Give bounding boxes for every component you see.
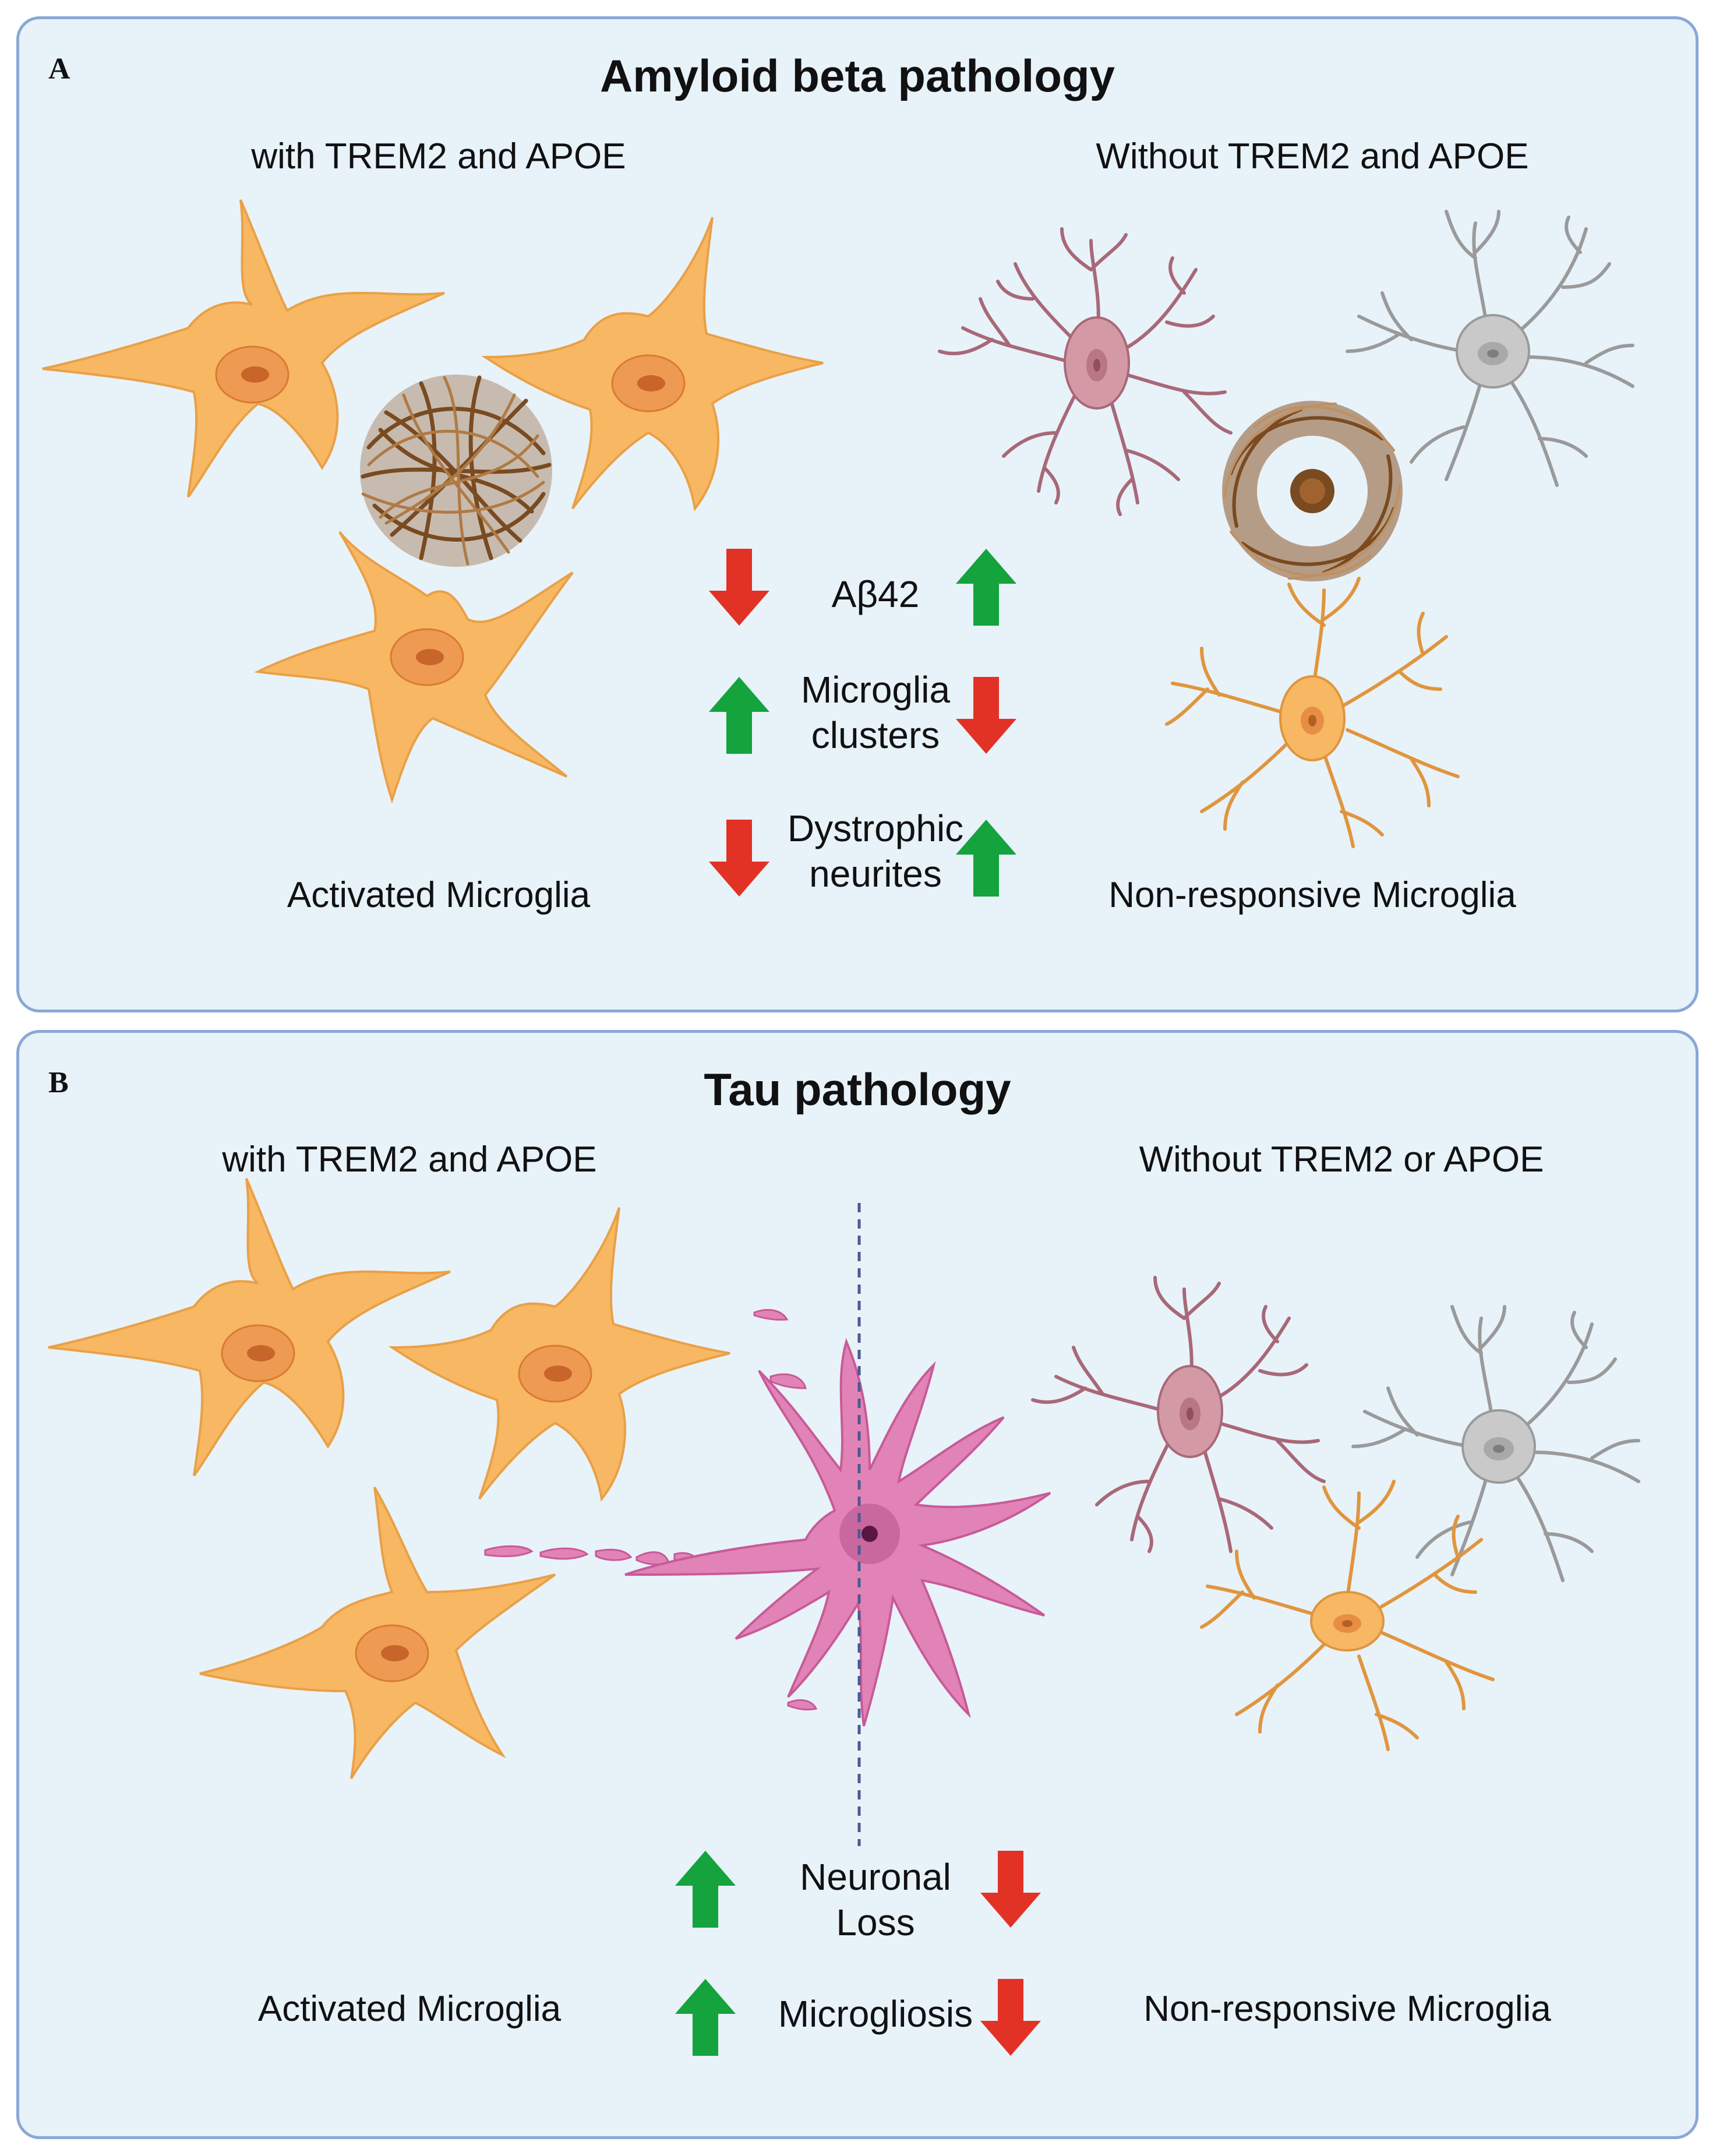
activated-microglia-cell (42, 199, 445, 498)
arrow-down-icon (980, 1851, 1041, 1928)
effect-label-dystrophic-neurites: Dystrophic neurites (736, 806, 1015, 897)
effect-label-line: Microglia (800, 669, 951, 711)
right-header: Without TREM2 and APOE (1096, 136, 1529, 177)
activated-microglia-cell (199, 1487, 556, 1780)
effect-label-line: clusters (811, 714, 940, 757)
axon-fragments (484, 1545, 702, 1568)
neuron-dendrite-fragments (753, 1309, 818, 1711)
activated-microglia-cell (481, 217, 824, 511)
arrow-down-icon (980, 1979, 1041, 2056)
nonresponsive-microglia-cell (1351, 1305, 1640, 1582)
nonresponsive-microglia-cell (1031, 1276, 1326, 1553)
panel-a-illustration (42, 199, 1634, 897)
arrow-up-icon (675, 1851, 736, 1928)
right-footer: Non-responsive Microglia (1108, 875, 1516, 915)
effect-label-line: Loss (836, 1901, 915, 1944)
arrow-up-icon (956, 549, 1016, 626)
amyloid-plaque-icon (360, 375, 552, 567)
arrow-up-icon (709, 677, 769, 754)
effect-label-microglia-clusters: Microglia clusters (736, 667, 1015, 758)
panel-letter: A (48, 52, 70, 86)
panel-b-illustration (48, 1178, 1640, 2056)
left-footer: Activated Microglia (287, 875, 591, 915)
effect-label-neuronal-loss: Neuronal Loss (736, 1854, 1015, 1945)
activated-microglia-cell (254, 531, 574, 804)
nonresponsive-microglia-cell (938, 227, 1233, 516)
effect-label-line: Dystrophic (787, 807, 964, 849)
right-header: Without TREM2 or APOE (1139, 1139, 1544, 1180)
effect-label-line: Neuronal (800, 1856, 951, 1898)
arrow-down-icon (709, 820, 769, 897)
effect-label-microgliosis: Microgliosis (778, 1993, 973, 2035)
panel-a: A Amyloid beta pathology with TREM2 and … (16, 16, 1699, 1012)
panel-b: B Tau pathology with TREM2 and APOE With… (16, 1030, 1699, 2139)
nonresponsive-microglia-cell (1200, 1480, 1495, 1751)
nonresponsive-microglia-cell (1346, 210, 1634, 487)
activated-microglia-cell (48, 1178, 451, 1477)
effect-label-line: neurites (809, 853, 942, 895)
arrow-up-icon (675, 1979, 736, 2056)
panel-title: Tau pathology (704, 1064, 1011, 1115)
neuron-cell (624, 1338, 1051, 1727)
arrow-down-icon (709, 549, 769, 626)
arrow-down-icon (956, 677, 1016, 754)
panel-letter: B (48, 1066, 69, 1099)
arrow-up-icon (956, 820, 1016, 897)
nonresponsive-microglia-cell (1165, 577, 1460, 848)
effect-label-abeta42: Aβ42 (831, 573, 920, 615)
right-footer: Non-responsive Microglia (1143, 1989, 1551, 2029)
left-footer: Activated Microglia (257, 1989, 562, 2029)
left-header: with TREM2 and APOE (251, 136, 626, 177)
activated-microglia-cell (388, 1207, 730, 1502)
amyloid-plaque-core-icon (1222, 401, 1403, 581)
panel-title: Amyloid beta pathology (599, 50, 1115, 101)
left-header: with TREM2 and APOE (222, 1139, 597, 1180)
